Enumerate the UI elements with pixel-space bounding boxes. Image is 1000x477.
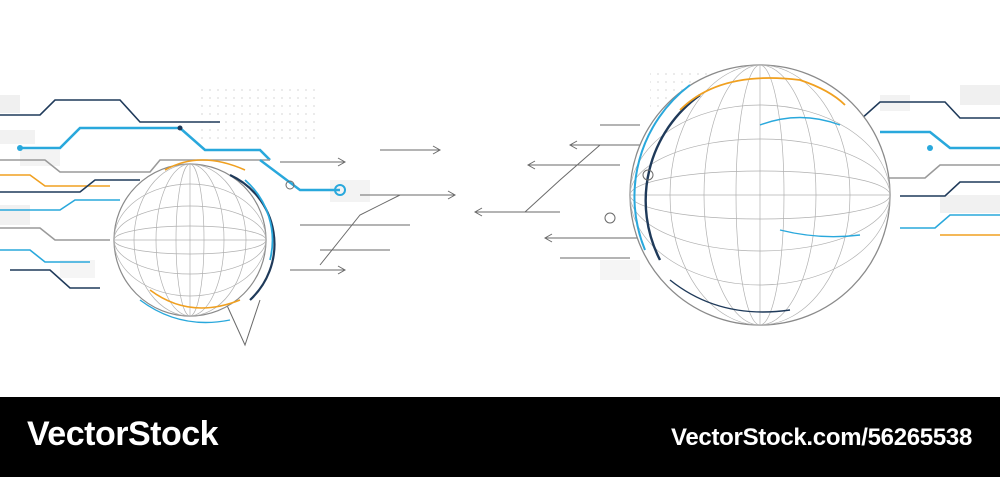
vectorstock-logo: VectorStock [27,415,219,453]
right-circuit-lines [820,101,1000,236]
illustration-svg [0,64,1000,347]
circuit-globes-illustration [0,64,1000,347]
image-id-label: VectorStock.com/56265538 [671,424,972,451]
left-arrows [219,145,457,347]
left-circuit-lines [0,99,346,289]
right-globe [604,64,891,326]
right-arrows [473,124,640,259]
watermark-footer: VectorStock VectorStock.com/56265538 [0,397,1000,477]
left-globe [113,159,295,324]
